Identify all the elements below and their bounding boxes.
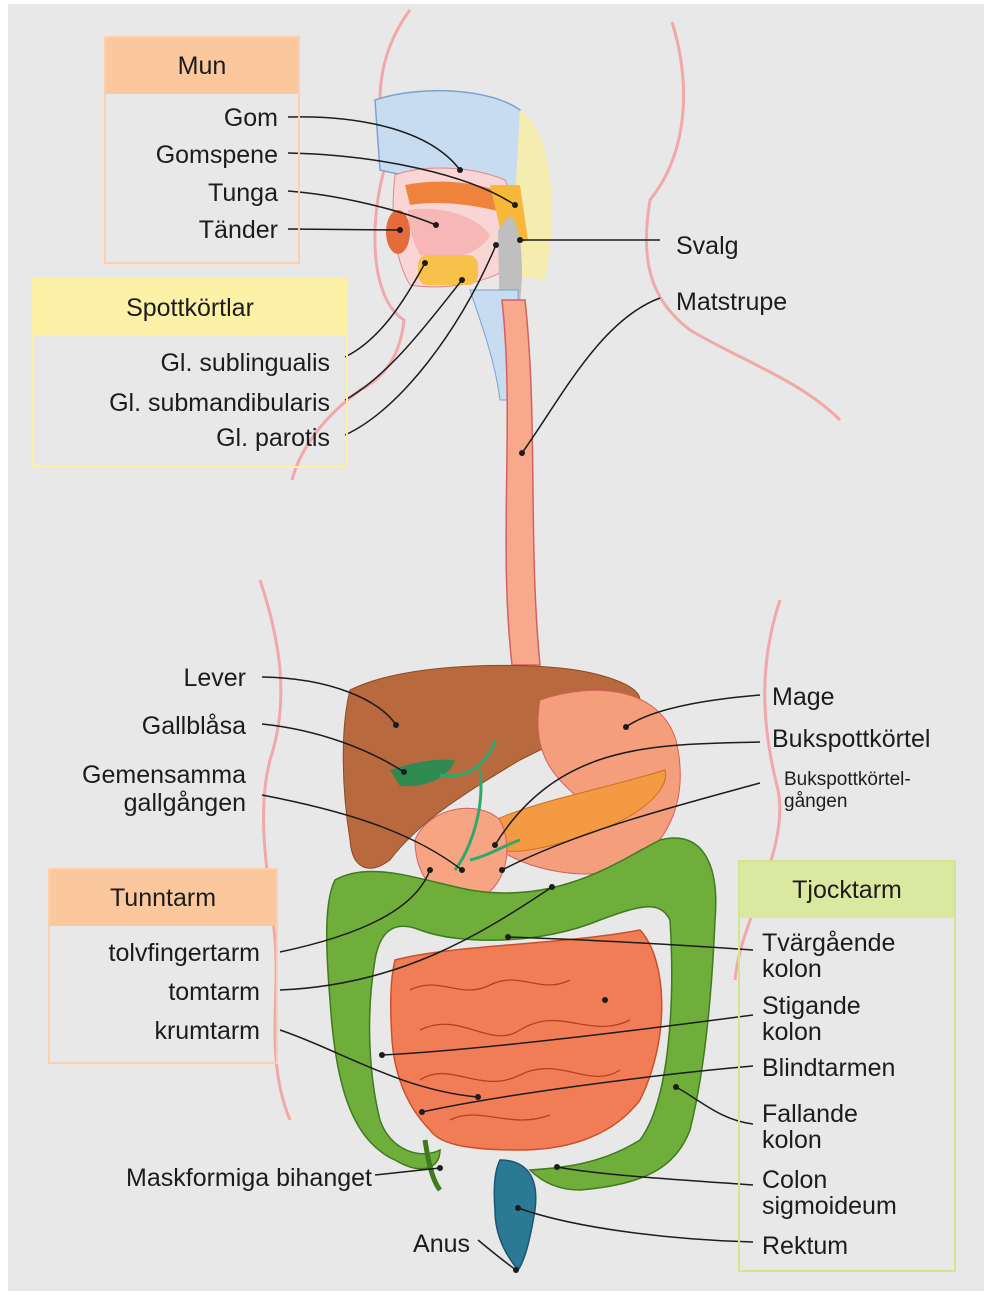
- label-stigande-1: Stigande: [762, 992, 861, 1020]
- label-gallgangen-2: gallgången: [124, 789, 246, 817]
- label-tander: Tänder: [199, 216, 278, 244]
- label-fallande-1: Fallande: [762, 1100, 858, 1128]
- group-header-tunntarm: Tunntarm: [50, 870, 276, 926]
- esophagus: [502, 300, 540, 665]
- label-submandibularis: Gl. submandibularis: [109, 389, 330, 417]
- salivary-glands: [418, 255, 478, 285]
- label-gom: Gom: [224, 104, 278, 132]
- label-matstrupe: Matstrupe: [676, 288, 787, 316]
- label-tolvfingertarm: tolvfingertarm: [109, 939, 260, 967]
- diagram-canvas: Mun Spottkörtlar Tunntarm Tjocktarm Gom …: [8, 4, 984, 1291]
- label-tunga: Tunga: [208, 179, 278, 207]
- label-gomspene: Gomspene: [156, 141, 278, 169]
- group-header-mun: Mun: [106, 38, 298, 94]
- label-sigmoideum-1: Colon: [762, 1166, 827, 1194]
- label-stigande-2: kolon: [762, 1018, 822, 1046]
- label-sigmoideum-2: sigmoideum: [762, 1192, 897, 1220]
- label-svalg: Svalg: [676, 232, 739, 260]
- label-blindtarmen: Blindtarmen: [762, 1054, 895, 1082]
- small-intestine: [391, 930, 662, 1150]
- label-tomtarm: tomtarm: [168, 978, 260, 1006]
- label-fallande-2: kolon: [762, 1126, 822, 1154]
- rectum: [494, 1160, 536, 1270]
- group-title-spottkortlar: Spottkörtlar: [126, 294, 254, 323]
- label-tvargaende-1: Tvärgående: [762, 929, 895, 957]
- group-header-spottkortlar: Spottkörtlar: [34, 280, 346, 336]
- label-parotis: Gl. parotis: [216, 424, 330, 452]
- group-title-mun: Mun: [178, 52, 227, 81]
- label-rektum: Rektum: [762, 1232, 848, 1260]
- label-mage: Mage: [772, 683, 835, 711]
- label-bukspottgangen-2: gången: [784, 791, 847, 813]
- label-gallgangen-1: Gemensamma: [82, 761, 246, 789]
- group-title-tunntarm: Tunntarm: [110, 884, 216, 913]
- group-title-tjocktarm: Tjocktarm: [792, 876, 902, 905]
- label-sublingualis: Gl. sublingualis: [160, 349, 330, 377]
- label-gallblasa: Gallblåsa: [142, 712, 246, 740]
- label-tvargaende-2: kolon: [762, 955, 822, 983]
- label-lever: Lever: [183, 664, 246, 692]
- group-header-tjocktarm: Tjocktarm: [740, 862, 954, 918]
- label-anus: Anus: [413, 1230, 470, 1258]
- label-bukspottgangen-1: Bukspottkörtel-: [784, 769, 911, 791]
- label-maskformiga: Maskformiga bihanget: [126, 1164, 372, 1192]
- label-bukspottkortel: Bukspottkörtel: [772, 725, 930, 753]
- label-krumtarm: krumtarm: [154, 1017, 260, 1045]
